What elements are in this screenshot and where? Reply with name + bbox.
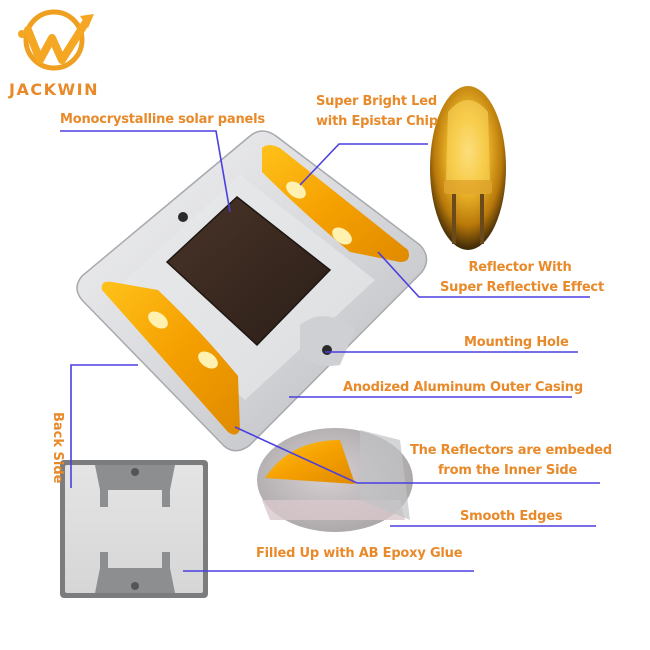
leader-lines xyxy=(60,130,600,572)
label-casing: Anodized Aluminum Outer Casing xyxy=(343,380,583,395)
label-led-line1: Super Bright Led xyxy=(316,94,437,109)
label-embedded-line1: The Reflectors are embeded xyxy=(410,443,612,458)
label-led: Super Bright Led with Epistar Chip xyxy=(316,92,438,132)
label-mounting-hole: Mounting Hole xyxy=(464,335,569,350)
label-epoxy: Filled Up with AB Epoxy Glue xyxy=(256,546,463,561)
edge-closeup xyxy=(257,428,413,532)
leader-line-back-side xyxy=(70,364,138,488)
label-led-line2: with Epistar Chip xyxy=(316,114,438,130)
road-stud-back-view xyxy=(60,460,208,598)
label-reflector-line1: Reflector With xyxy=(468,260,572,275)
leader-line-solar-panel xyxy=(60,130,231,213)
label-embedded-line2: from the Inner Side xyxy=(437,463,578,479)
brand-name: JACKWIN xyxy=(9,80,99,99)
label-reflector: Reflector With Super Reflective Effect xyxy=(440,258,604,298)
w-arrow-circle-logo-icon xyxy=(18,9,94,71)
road-stud-main-view xyxy=(76,130,428,452)
led-closeup xyxy=(430,86,506,250)
label-edges: Smooth Edges xyxy=(460,509,563,524)
label-solar-panel: Monocrystalline solar panels xyxy=(60,112,265,127)
label-embedded: The Reflectors are embeded from the Inne… xyxy=(410,441,612,481)
label-reflector-line2: Super Reflective Effect xyxy=(440,280,604,296)
leader-line-led xyxy=(299,143,428,186)
label-back-side: Back Side xyxy=(50,412,65,484)
leader-line-reflector xyxy=(377,251,590,298)
leader-line-embedded xyxy=(234,426,600,484)
